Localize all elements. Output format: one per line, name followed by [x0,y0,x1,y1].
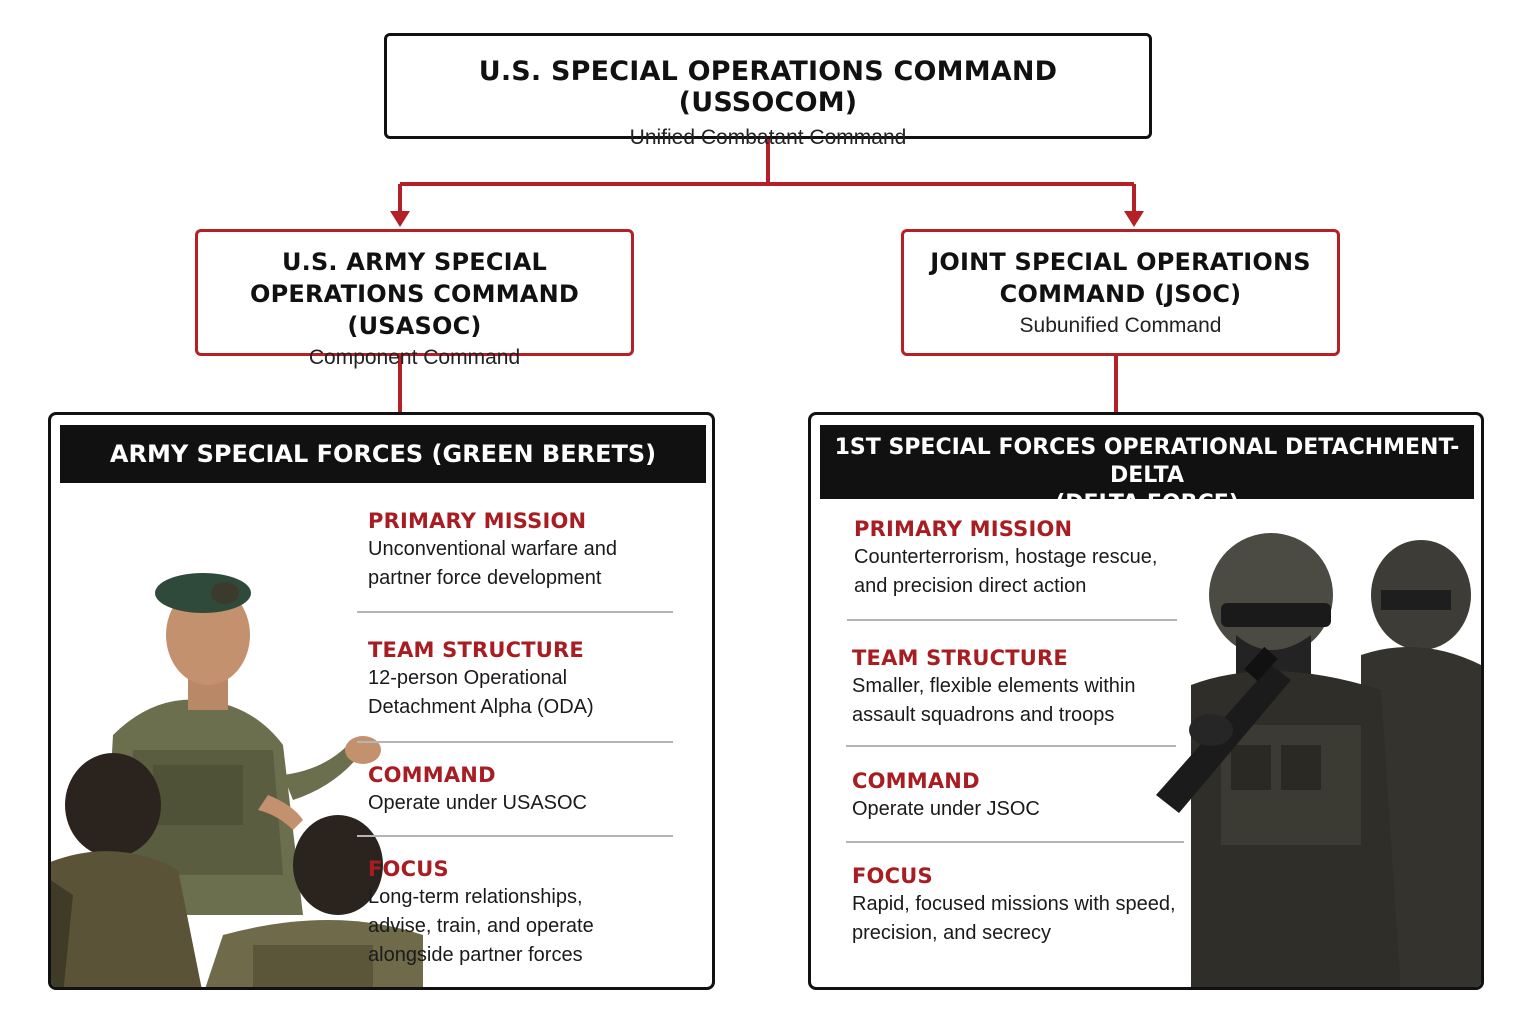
section-text: Rapid, focused missions with speed, prec… [852,893,1176,944]
section-text: Operate under JSOC [852,798,1040,820]
delta-operators-illustration [1156,533,1481,987]
section-text: 12-person Operational Detachment Alpha (… [368,667,594,718]
delta-header-line2: (DELTA FORCE) [1055,491,1239,516]
army-section-team-structure: TEAM STRUCTURE 12-person Operational Det… [368,636,698,722]
section-text: Smaller, flexible elements within assaul… [852,675,1136,726]
jsoc-node: JOINT SPECIAL OPERATIONS COMMAND (JSOC) … [901,229,1340,356]
ussocom-node: U.S. SPECIAL OPERATIONS COMMAND (USSOCOM… [384,33,1152,149]
usasoc-node: U.S. ARMY SPECIAL OPERATIONS COMMAND (US… [195,229,634,369]
section-text: Counterterrorism, hostage rescue, and pr… [854,546,1158,597]
section-label: COMMAND [852,769,980,793]
delta-section-command: COMMAND Operate under JSOC [852,767,1182,824]
ussocom-subtitle: Unified Combatant Command [629,126,907,149]
rifle-shape [1156,646,1291,813]
section-label: PRIMARY MISSION [368,509,587,533]
jsoc-title: JOINT SPECIAL OPERATIONS COMMAND (JSOC) [904,246,1337,310]
usasoc-title: U.S. ARMY SPECIAL OPERATIONS COMMAND (US… [198,246,631,342]
section-label: FOCUS [368,857,449,881]
delta-panel-header: 1ST SPECIAL FORCES OPERATIONAL DETACHMEN… [820,425,1474,516]
section-text: Unconventional warfare and partner force… [368,538,618,589]
section-label: COMMAND [368,763,496,787]
usasoc-title-line1: U.S. ARMY SPECIAL [281,248,548,276]
army-section-primary-mission: PRIMARY MISSION Unconventional warfare a… [368,507,698,593]
delta-section-focus: FOCUS Rapid, focused missions with speed… [852,862,1192,948]
ussocom-title: U.S. SPECIAL OPERATIONS COMMAND (USSOCOM… [478,56,1058,118]
army-panel-header: ARMY SPECIAL FORCES (GREEN BERETS) [60,425,706,483]
delta-force-panel: 1ST SPECIAL FORCES OPERATIONAL DETACHMEN… [808,412,1484,990]
usasoc-title-line2: OPERATIONS COMMAND (USASOC) [250,280,579,340]
section-label: FOCUS [852,864,933,888]
divider [846,841,1184,843]
divider [357,835,673,837]
jsoc-title-line1: JOINT SPECIAL OPERATIONS [930,248,1311,276]
section-label: TEAM STRUCTURE [368,638,584,662]
army-section-focus: FOCUS Long-term relationships, advise, t… [368,855,698,970]
divider [357,741,673,743]
arrowhead-right [1124,211,1144,227]
divider [847,619,1177,621]
jsoc-title-line2: COMMAND (JSOC) [999,280,1242,308]
delta-header-line1: 1ST SPECIAL FORCES OPERATIONAL DETACHMEN… [834,435,1460,488]
divider [846,745,1176,747]
section-text: Long-term relationships, advise, train, … [368,886,594,966]
arrowhead-left [390,211,410,227]
army-section-command: COMMAND Operate under USASOC [368,761,698,818]
trainee-figures [51,753,423,987]
green-beret-soldiers-illustration [51,573,423,987]
divider [357,611,673,613]
jsoc-subtitle: Subunified Command [1019,314,1222,337]
front-operator-figure [1191,533,1401,987]
rear-operator-figure [1361,540,1481,987]
delta-section-team-structure: TEAM STRUCTURE Smaller, flexible element… [852,644,1182,730]
section-label: PRIMARY MISSION [854,517,1073,541]
army-special-forces-panel: ARMY SPECIAL FORCES (GREEN BERETS) PRIMA… [48,412,715,990]
usasoc-subtitle: Component Command [308,346,521,369]
delta-section-primary-mission: PRIMARY MISSION Counterterrorism, hostag… [854,515,1184,601]
section-label: TEAM STRUCTURE [852,646,1068,670]
instructor-figure [103,573,381,915]
section-text: Operate under USASOC [368,792,587,814]
